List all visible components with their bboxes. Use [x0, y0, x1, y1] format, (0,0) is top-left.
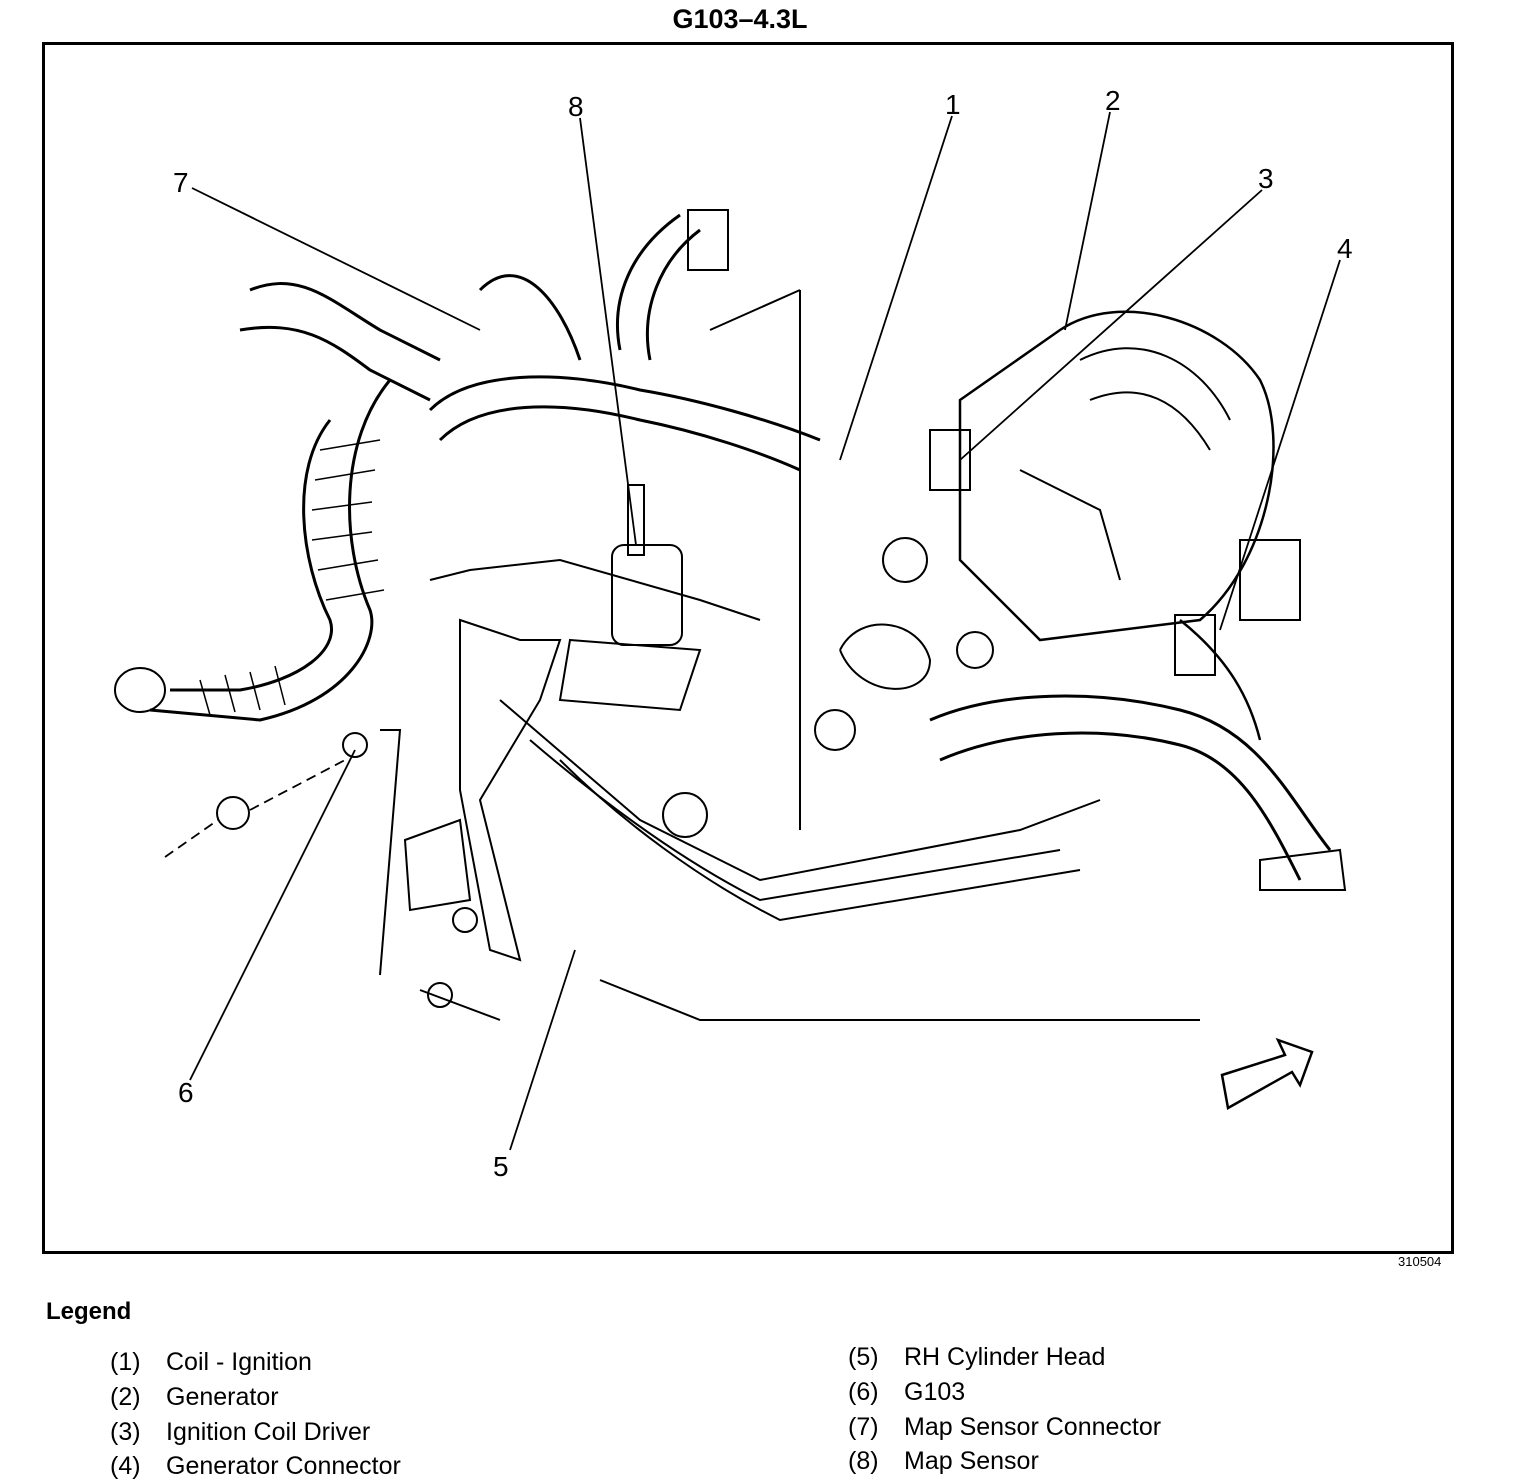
legend-label: Map Sensor: [904, 1447, 1039, 1475]
diagram-frame: [42, 42, 1454, 1254]
wiring-harness-right: [929, 614, 1347, 891]
legend-item: (8) Map Sensor: [848, 1447, 1039, 1476]
wiring-harness-top: [428, 209, 821, 472]
legend-label: Map Sensor Connector: [904, 1413, 1162, 1441]
legend-number: (5): [848, 1343, 879, 1371]
legend-number: (4): [110, 1452, 141, 1480]
legend-item: (3) Ignition Coil Driver: [110, 1418, 370, 1447]
leader-line-2: [1064, 111, 1111, 331]
leader-line-3: [959, 189, 1263, 461]
leader-line-6: [189, 749, 356, 1081]
legend-item: (2) Generator: [110, 1383, 279, 1412]
legend-number: (8): [848, 1447, 879, 1475]
legend-label: G103: [904, 1378, 966, 1406]
legend-label: RH Cylinder Head: [904, 1343, 1106, 1371]
callout-7: 7: [173, 167, 189, 198]
map-sensor-drawing: [558, 484, 702, 712]
legend-item: (5) RH Cylinder Head: [848, 1343, 1105, 1372]
legend-item: (7) Map Sensor Connector: [848, 1413, 1161, 1442]
callout-3: 3: [1258, 163, 1274, 194]
legend-label: Generator: [166, 1383, 279, 1411]
legend-number: (1): [110, 1348, 141, 1376]
generator-drawing: [929, 310, 1301, 642]
diagram-title: G103–4.3L: [672, 4, 808, 34]
leader-line-1: [839, 115, 953, 461]
callout-5: 5: [493, 1151, 509, 1182]
legend-number: (6): [848, 1378, 879, 1406]
leader-line-7: [191, 187, 481, 331]
callout-1: 1: [945, 89, 961, 120]
callout-8: 8: [568, 91, 584, 122]
legend-number: (3): [110, 1418, 141, 1446]
leader-line-g103: [164, 759, 346, 858]
wiring-harness-left: [114, 282, 441, 722]
front-arrow-icon: [1220, 1037, 1314, 1110]
leader-line-4: [1219, 259, 1341, 631]
legend-label: Generator Connector: [166, 1452, 401, 1480]
figure-code: 310504: [1398, 1254, 1442, 1269]
legend-heading: Legend: [46, 1298, 132, 1325]
leader-line-5: [509, 949, 576, 1151]
engine-block: [419, 289, 1200, 1021]
legend-number: (2): [110, 1383, 141, 1411]
legend-item: (4) Generator Connector: [110, 1452, 401, 1481]
callout-6: 6: [178, 1077, 194, 1108]
leader-line-8: [579, 117, 637, 546]
ground-bracket: [216, 618, 562, 1008]
legend-item: (6) G103: [848, 1378, 965, 1407]
callout-4: 4: [1337, 233, 1353, 264]
callout-2: 2: [1105, 85, 1121, 116]
legend-number: (7): [848, 1413, 879, 1441]
legend-item: (1) Coil - Ignition: [110, 1348, 312, 1377]
legend-label: Ignition Coil Driver: [166, 1418, 371, 1446]
legend-label: Coil - Ignition: [166, 1348, 312, 1376]
